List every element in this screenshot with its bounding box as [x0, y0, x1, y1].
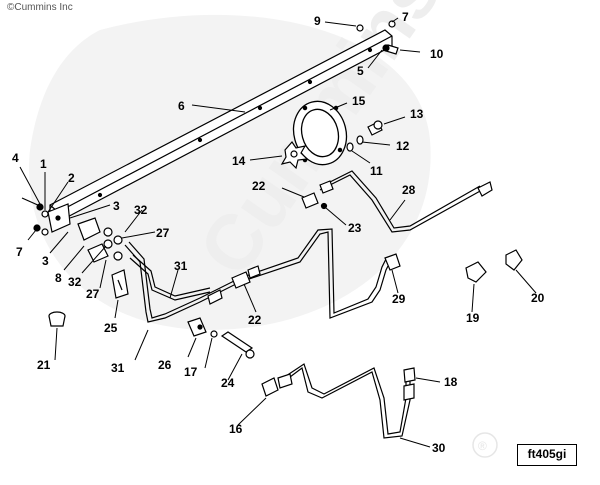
tube-28 — [319, 170, 483, 233]
callout-27b: 27 — [86, 287, 100, 301]
callout-9: 9 — [314, 14, 321, 28]
callout-25: 25 — [104, 321, 118, 335]
callout-26: 26 — [158, 358, 172, 372]
callout-7b: 7 — [16, 245, 23, 259]
callout-6: 6 — [178, 99, 185, 113]
callout-3a: 3 — [113, 199, 120, 213]
callout-5: 5 — [357, 64, 364, 78]
callout-2: 2 — [68, 171, 75, 185]
callout-27a: 27 — [156, 226, 170, 240]
callout-13: 13 — [410, 107, 424, 121]
rail-bracket — [47, 203, 71, 233]
callout-32b: 32 — [68, 275, 82, 289]
callout-8: 8 — [55, 271, 62, 285]
tube-31 — [124, 228, 391, 323]
callout-19: 19 — [466, 311, 480, 325]
callout-32a: 32 — [134, 203, 148, 217]
tube-30 — [285, 363, 411, 439]
screw-assembly — [346, 120, 383, 152]
protective-cap — [48, 311, 66, 327]
callout-1: 1 — [40, 157, 47, 171]
callout-23: 23 — [348, 221, 362, 235]
callout-12: 12 — [396, 139, 410, 153]
callout-31a: 31 — [174, 259, 188, 273]
fittings — [207, 180, 523, 401]
callout-16: 16 — [229, 422, 243, 436]
junction-blocks — [77, 217, 123, 263]
callout-30: 30 — [432, 441, 446, 455]
callout-28: 28 — [402, 183, 416, 197]
tube-31b — [129, 254, 211, 301]
figure-id-box: ft405gi — [517, 444, 577, 466]
gasket-ring — [292, 100, 348, 166]
callout-labels: 1 2 3 3 4 5 6 7 7 8 9 10 11 12 13 14 15 … — [12, 10, 545, 455]
leader-lines — [19, 17, 537, 448]
left-fasteners — [21, 197, 49, 236]
callout-18: 18 — [444, 375, 458, 389]
callout-10: 10 — [430, 47, 444, 61]
rail-fasteners — [356, 20, 399, 55]
callout-3b: 3 — [42, 254, 49, 268]
registered-mark: ® — [478, 439, 487, 453]
pipe-clamp — [187, 317, 255, 359]
callout-20: 20 — [531, 291, 545, 305]
callout-15: 15 — [352, 94, 366, 108]
callout-21: 21 — [37, 358, 51, 372]
callout-31b: 31 — [111, 361, 125, 375]
copyright-notice: ©Cummins Inc — [7, 2, 73, 13]
callout-7a: 7 — [402, 10, 409, 24]
callout-14: 14 — [232, 154, 246, 168]
callout-11: 11 — [370, 164, 383, 178]
callout-22b: 22 — [248, 313, 262, 327]
callout-4: 4 — [12, 151, 19, 165]
clamp-block — [111, 269, 129, 299]
callout-22a: 22 — [252, 179, 266, 193]
callout-24: 24 — [221, 376, 235, 390]
callout-17: 17 — [184, 365, 198, 379]
registered-mark-ring — [472, 432, 498, 458]
callout-29: 29 — [392, 292, 406, 306]
star-knob — [280, 141, 309, 170]
